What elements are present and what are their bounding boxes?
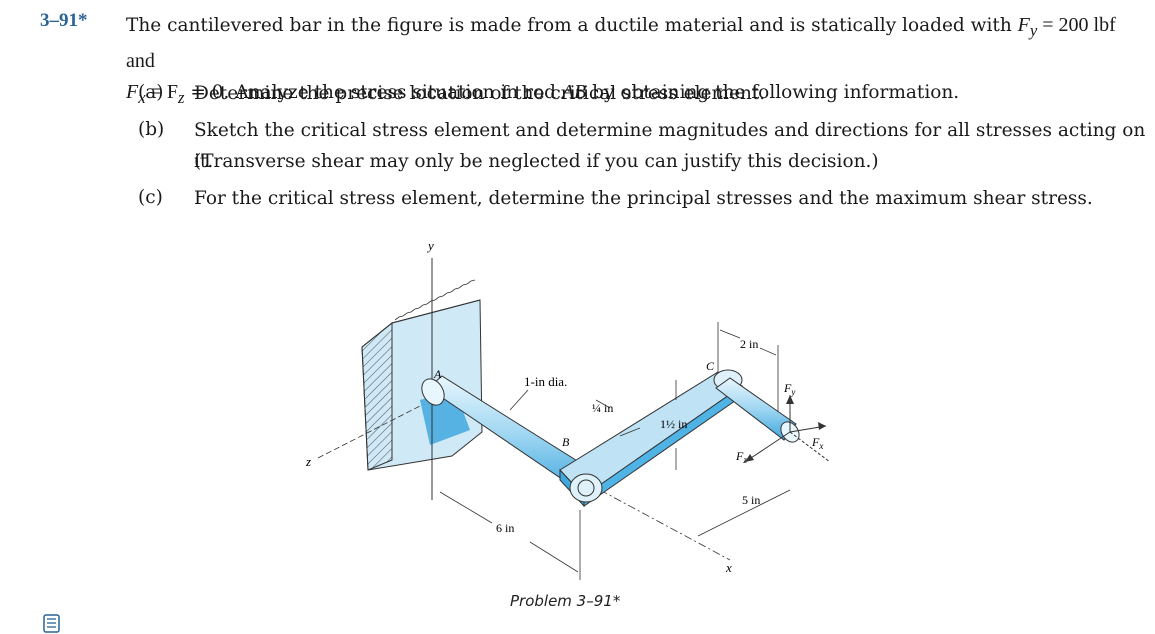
problem-number: 3–91*: [40, 10, 88, 31]
dia-leader: [509, 389, 529, 411]
arm-bc: [559, 369, 743, 508]
book-icon[interactable]: [43, 614, 60, 633]
figure-caption: Problem 3–91*: [510, 592, 621, 610]
part-b-text-2: (Transverse shear may only be neglected …: [194, 151, 879, 172]
part-a-label: (a): [138, 82, 164, 103]
five-in-label: 5 in: [742, 493, 760, 507]
six-in-label: 6 in: [496, 521, 514, 535]
dia-label: 1-in dia.: [524, 374, 567, 389]
fy-label: Fy: [783, 381, 795, 397]
zero-load-symbols: Fx = Fz: [126, 81, 185, 107]
y-axis-label: y: [426, 238, 434, 253]
statement-text-2: = 0. Analyze the stress situation in rod: [184, 82, 562, 103]
statement-text: The cantilevered bar in the figure is ma…: [126, 15, 1018, 36]
load-symbol: Fy = 200 lbf and: [126, 14, 1116, 72]
force-arrows: [744, 395, 831, 463]
part-c-label: (c): [138, 187, 163, 208]
z-axis-line: [317, 405, 421, 459]
statement-line-2: Fx = Fz = 0. Analyze the stress situatio…: [126, 77, 1136, 113]
fz-label: Fz: [735, 449, 747, 465]
z-axis-label: z: [305, 454, 311, 469]
part-b-text: Sketch the critical stress element and d…: [194, 120, 1146, 172]
two-in-label: 2 in: [740, 337, 758, 351]
part-b-label: (b): [138, 119, 165, 140]
cantilever-figure: y z x: [305, 238, 831, 580]
statement-line-1: The cantilevered bar in the figure is ma…: [126, 10, 1136, 77]
fx-label: Fx: [811, 435, 823, 451]
part-c-text: For the critical stress element, determi…: [194, 188, 1093, 209]
part-a-text: Determine the precise location of the cr…: [194, 83, 766, 104]
x-axis-label: x: [725, 560, 732, 575]
one-half-in-label: 1½ in: [660, 417, 687, 431]
x-axis-line: [599, 489, 731, 561]
statement-text-3: by obtaining the following information.: [586, 82, 960, 103]
point-b-label: B: [562, 435, 570, 449]
wall: [361, 279, 483, 471]
point-a-label: A: [433, 367, 442, 381]
quarter-in-label: ¼ in: [592, 401, 613, 415]
rod-label: AB: [561, 81, 587, 103]
point-c-label: C: [706, 359, 715, 373]
problem-statement: The cantilevered bar in the figure is ma…: [126, 10, 1136, 113]
dimension-lines: [431, 322, 791, 580]
